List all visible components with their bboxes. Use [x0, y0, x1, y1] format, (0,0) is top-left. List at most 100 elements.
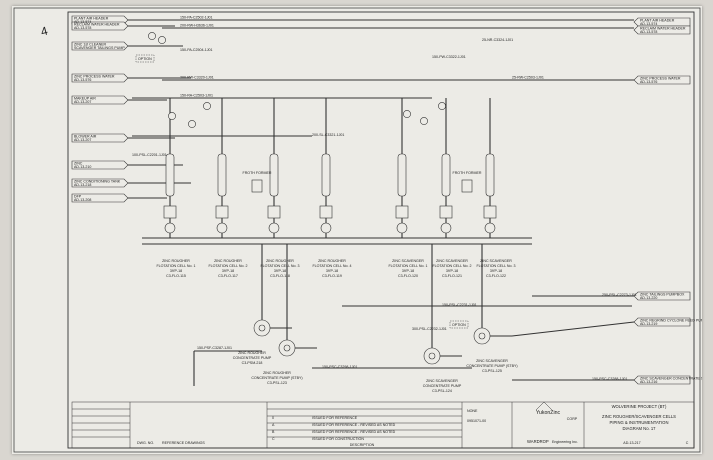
engineer-suffix: Engineering Inc. [552, 440, 578, 444]
line-number-label: 200-PW-C3320-1J01 [180, 76, 214, 80]
dwg-no-header: DWG. NO. [137, 441, 154, 445]
revision-letter: C [272, 437, 275, 441]
line-number-label: 150-PSF-C3287-1J01 [197, 346, 232, 350]
cell-name: ZINC SCAVENGER [480, 259, 512, 263]
engineer-logo: WARDROP [527, 439, 549, 444]
revision-description: ISSUED FOR REFERENCE - REVISED AS NOTED [312, 423, 396, 427]
stream-label: ZINC TAILINGS PUMPBOX [640, 292, 685, 296]
line-number-label: 150-PA-C2502-1J01 [180, 16, 213, 20]
discharge-line [511, 321, 635, 337]
line-number-label: 250-PSL-C2273-1J01 [602, 293, 637, 297]
revision-letter: A [272, 423, 275, 427]
cell-agitator [320, 222, 332, 234]
option-box [449, 320, 469, 329]
air-rotameter [441, 153, 451, 197]
line-number-label: 150-PSC-C3298-1J01 [322, 365, 357, 369]
offsheet-connector [71, 95, 129, 105]
level-controller [215, 205, 229, 219]
option-label: OPTION [452, 323, 466, 327]
stream-tag: AD-13-208 [74, 198, 91, 202]
job-number: 0951071-00 [467, 419, 486, 423]
level-controller [319, 205, 333, 219]
stream-label: MAKEUP AIR [74, 96, 96, 100]
stream-tag: AD-13-219 [640, 322, 657, 326]
drawing-number: AD-13-217 [623, 441, 640, 445]
line-number-label: 200-SL-C3321-1J01 [312, 133, 344, 137]
pump-name: ZINC ROUGHER [263, 371, 291, 375]
stream-tag: AD-13-576 [640, 80, 657, 84]
offsheet-connector [633, 25, 691, 35]
stream-tag: AD-13-218 [74, 183, 91, 187]
cell-agitator [216, 222, 228, 234]
scale-value: NONE [467, 409, 478, 413]
pump-tag: C3-PSL-123 [267, 381, 287, 385]
offsheet-connector [71, 160, 129, 170]
pump-desc: CONCENTRATE PUMP [423, 384, 462, 388]
line-number-label: 150-PSL-C2231-1J01 [442, 303, 477, 307]
stream-tag: AD-13-207 [74, 138, 91, 142]
line-number-label: 25-NR-C3324-1J01 [482, 38, 513, 42]
line-number-label: 150-RA-C2503-1J01 [180, 94, 213, 98]
cell-size: 39'P-18 [326, 269, 338, 273]
cell-name: ZINC ROUGHER [266, 259, 294, 263]
level-controller [395, 205, 409, 219]
air-rotameter [165, 153, 175, 197]
revision-description: ISSUED FOR REFERENCE - REVISED AS NOTED [312, 430, 396, 434]
stream-label: ZINC CONDITIONING TANK [74, 179, 121, 183]
cell-name: ZINC ROUGHER [162, 259, 190, 263]
offsheet-connector [633, 317, 691, 327]
pump-name: ZINC SCAVENGER [426, 379, 458, 383]
revision-description: ISSUED FOR REFERENCE [312, 416, 358, 420]
revision-description: ISSUED FOR CONSTRUCTION [312, 437, 364, 441]
pump-tag: C3-PSL-124 [432, 389, 452, 393]
cell-name: ZINC ROUGHER [214, 259, 242, 263]
title-block-frame [71, 401, 695, 449]
stream-tag: AD-13-578 [74, 26, 91, 30]
offsheet-connector [633, 291, 691, 301]
level-controller [483, 205, 497, 219]
stream-tag: AD-13-574 [74, 20, 91, 24]
pump-desc: CONCENTRATE PUMP (STBY) [251, 376, 302, 380]
line-number-label: 25-RW-C2503-1J01 [512, 76, 544, 80]
line-number-label: 100-PSL-C2201-1J01 [132, 153, 167, 157]
cell-size: 39'P-18 [170, 269, 182, 273]
description-header: DESCRIPTION [350, 443, 375, 447]
pump-tag: C3-PSM-218 [242, 361, 263, 365]
stream-label: PLANT AIR HEADER [74, 16, 109, 20]
froth-former-label: FROTH FORMER [453, 171, 482, 175]
cell-agitator [268, 222, 280, 234]
stream-label: RECLAIM WATER HEADER [74, 22, 120, 26]
line-number-label: 150-PSC-C3288-1J01 [592, 377, 627, 381]
pump-impeller [258, 324, 266, 332]
stream-label: ZINC PROCESS WATER [640, 76, 681, 80]
revision-letter: 0 [272, 416, 274, 420]
cell-tag: C3-FLO-121 [442, 274, 462, 278]
line-number-label: 150-PA-C2504-1J01 [180, 48, 213, 52]
cell-tag: C3-FLO-120 [398, 274, 418, 278]
air-rotameter [321, 153, 331, 197]
line-number-label: 200-RW-H3636-1J01 [180, 24, 214, 28]
stream-label: RECLAIM WATER HEADER [640, 26, 686, 30]
pump-impeller [283, 344, 291, 352]
cell-tag: C3-FLO-117 [218, 274, 238, 278]
pump-name: ZINC ROUGHER [238, 351, 266, 355]
client-suffix: CORP [567, 417, 578, 421]
cell-size: 39'P-18 [446, 269, 458, 273]
cell-agitator [396, 222, 408, 234]
cell-tag: C3-FLO-115 [166, 274, 186, 278]
froth-former [461, 179, 473, 193]
project-title: WOLVERINE PROJECT (BT) [612, 404, 667, 409]
stream-tag: AD-13-216 [640, 380, 657, 384]
offsheet-connector [633, 75, 691, 85]
stream-tag: SCAVENGER TAILINGS PUMP [74, 46, 125, 50]
pump-tag: C3-PSL-125 [482, 369, 502, 373]
pump-desc: CONCENTRATE PUMP (STBY) [466, 364, 517, 368]
cell-name: ZINC ROUGHER [318, 259, 346, 263]
cell-agitator [440, 222, 452, 234]
drawing-revision: C [686, 441, 689, 445]
air-rotameter [485, 153, 495, 197]
stream-tag: AD-13-207 [74, 100, 91, 104]
cell-agitator [164, 222, 176, 234]
stream-tag: AD-13-578 [640, 30, 657, 34]
